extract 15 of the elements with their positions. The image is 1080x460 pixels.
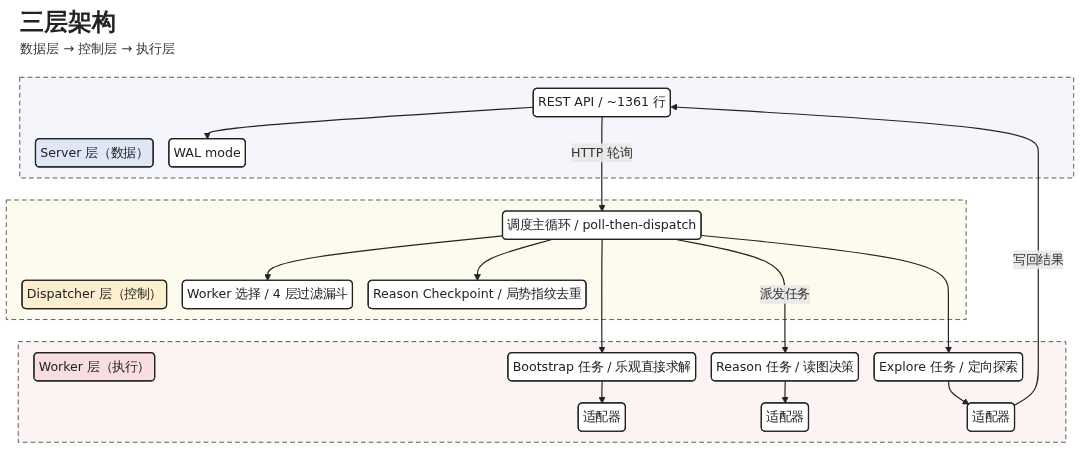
edge-label: 派发任务 — [759, 286, 811, 302]
arrow — [473, 239, 552, 282]
diagram-title: 三层架构 — [20, 7, 117, 38]
edge-label: 写回结果 — [1013, 252, 1064, 268]
cluster — [17, 341, 1067, 443]
arrow — [781, 380, 789, 404]
arrow — [948, 380, 970, 405]
edge-label: HTTP 轮询 — [571, 145, 633, 161]
subtitle-text: 数据层 → 控制层 → 执行层 — [20, 40, 176, 58]
cluster — [19, 77, 1075, 179]
arrow — [670, 103, 1039, 407]
arrow — [598, 239, 606, 354]
arrow — [700, 235, 952, 354]
arrow — [598, 380, 606, 404]
cluster — [5, 199, 967, 321]
